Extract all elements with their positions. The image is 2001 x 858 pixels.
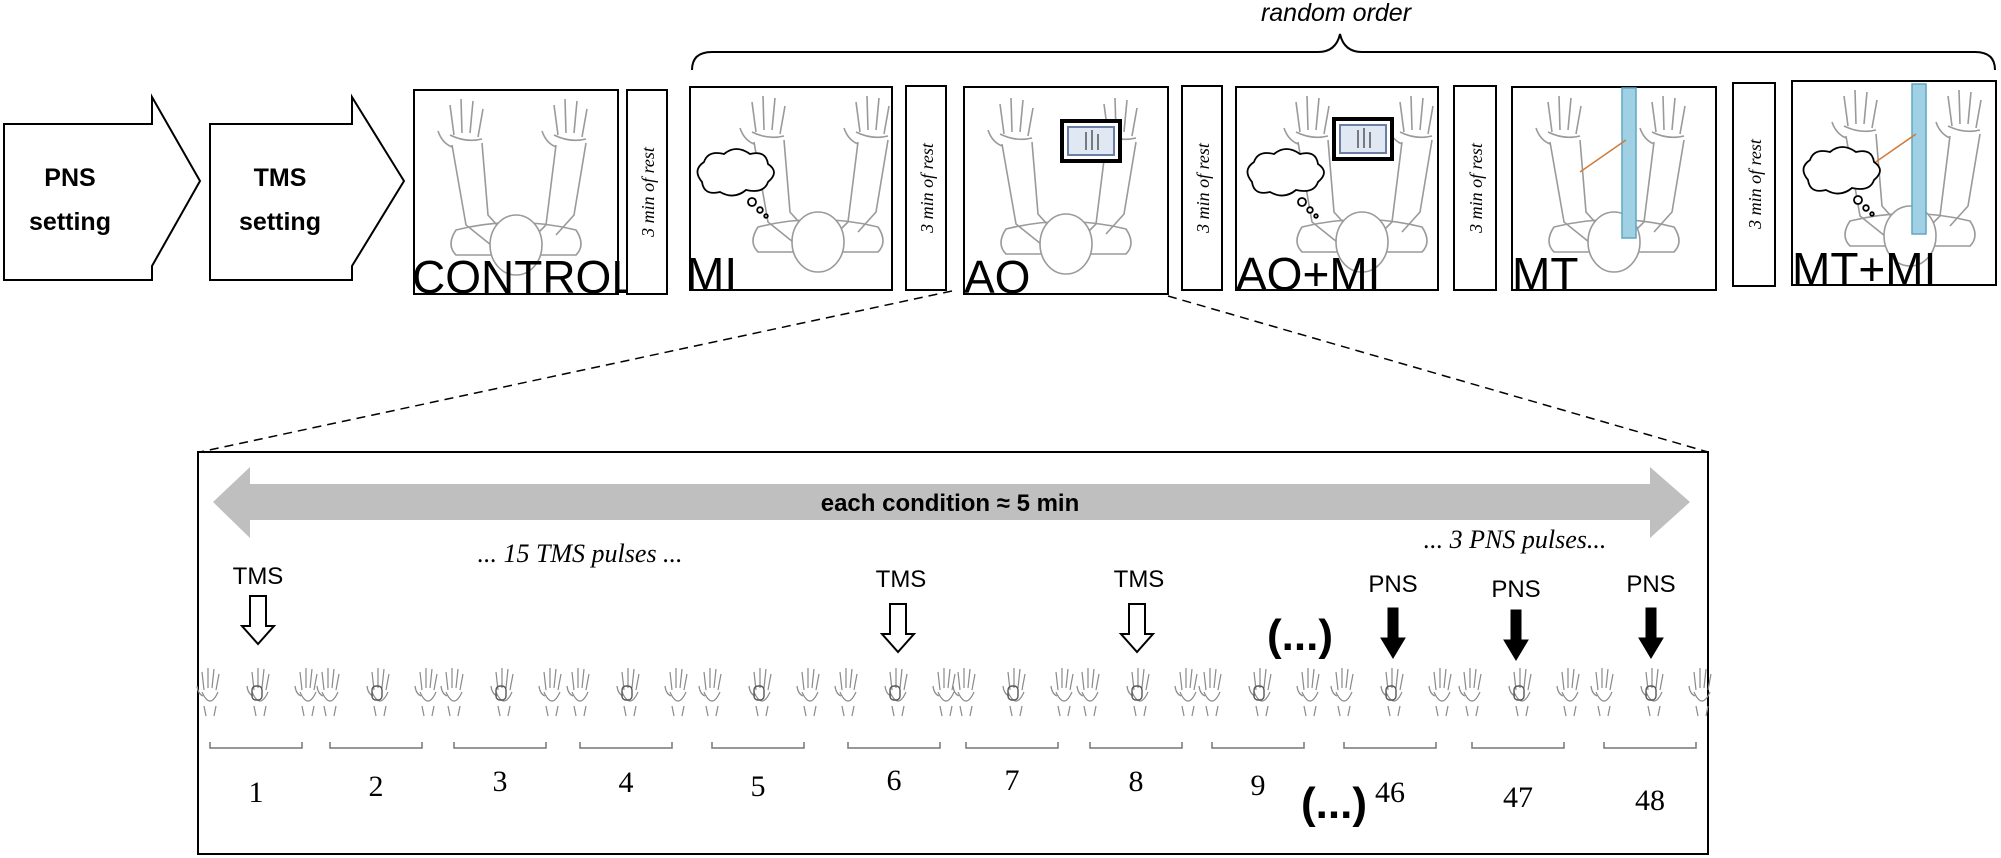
trial-number: 2 xyxy=(369,770,384,803)
condition-panel-ao: AO xyxy=(963,86,1169,303)
condition-panel-mi: MI xyxy=(686,86,893,300)
rest-label-3: 3 min of rest xyxy=(1193,142,1213,234)
trial-bracket xyxy=(1603,742,1697,749)
condition-panel-ao-mi: AO+MI xyxy=(1235,86,1439,300)
condition-label-ao-mi: AO+MI xyxy=(1236,248,1380,300)
ellipsis-bottom: (...) xyxy=(1301,779,1367,828)
condition-panel-mt: MT xyxy=(1511,86,1717,300)
zoom-line-left xyxy=(199,290,953,453)
condition-label-ao: AO xyxy=(964,251,1030,303)
trial-bracket xyxy=(329,742,423,749)
trial-number: 9 xyxy=(1251,769,1266,802)
condition-label-mt-mi: MT+MI xyxy=(1792,243,1936,295)
trial-4: 4 xyxy=(567,668,687,799)
trial-bracket xyxy=(711,742,805,749)
ellipsis-top: (...) xyxy=(1267,611,1333,660)
video-screen-icon xyxy=(1060,119,1122,163)
trial-number: 48 xyxy=(1635,784,1665,817)
rest-box-3: 3 min of rest xyxy=(1181,85,1223,291)
rest-label-5: 3 min of rest xyxy=(1745,138,1765,230)
trial-number: 46 xyxy=(1375,776,1405,809)
trial-6: 6 xyxy=(835,668,955,797)
trial-5: 5 xyxy=(699,668,819,803)
mirror-icon xyxy=(1621,87,1637,239)
trial-8: 8 xyxy=(1077,668,1197,798)
trial-bracket xyxy=(579,742,673,749)
condition-panel-mt-mi: MT+MI xyxy=(1791,80,1997,295)
trial-number: 47 xyxy=(1503,781,1533,814)
trial-46: 46 xyxy=(1331,668,1451,809)
trial-bracket xyxy=(453,742,547,749)
rest-box-4: 3 min of rest xyxy=(1453,85,1497,291)
trial-bracket xyxy=(965,742,1059,749)
trial-bracket xyxy=(1089,742,1183,749)
pns-setting-line1: PNS xyxy=(44,164,95,192)
trial-3: 3 xyxy=(441,668,561,798)
trial-9: 9 xyxy=(1199,668,1319,802)
zoom-line-right xyxy=(1167,295,1709,453)
trial-bracket xyxy=(1211,742,1305,749)
trial-number: 4 xyxy=(619,766,634,799)
rest-label-2: 3 min of rest xyxy=(917,142,937,234)
condition-label-mt: MT xyxy=(1512,248,1578,300)
pns-label-48: PNS xyxy=(1626,571,1675,598)
rest-label-1: 3 min of rest xyxy=(638,146,658,238)
trial-2: 2 xyxy=(317,668,437,803)
trials-layer: 1 2 3 4 5 6 7 8 9 46 47 48 xyxy=(197,668,1711,817)
pns-label-46: PNS xyxy=(1368,571,1417,598)
video-screen-icon xyxy=(1332,117,1394,161)
trial-number: 6 xyxy=(887,764,902,797)
tms-setting-line1: TMS xyxy=(254,164,307,192)
tms-setting-line2: setting xyxy=(239,208,321,236)
tms-label-8: TMS xyxy=(1114,566,1165,593)
rest-box-5: 3 min of rest xyxy=(1732,82,1776,287)
random-order-label: random order xyxy=(1261,0,1413,27)
tms-label-6: TMS xyxy=(876,566,927,593)
rest-label-4: 3 min of rest xyxy=(1466,142,1486,234)
rest-box-1: 3 min of rest xyxy=(626,89,668,295)
rest-box-2: 3 min of rest xyxy=(905,85,947,291)
pns-setting-step: PNS setting xyxy=(3,93,202,281)
pns-label-47: PNS xyxy=(1491,576,1540,603)
tms-setting-step: TMS setting xyxy=(209,93,406,281)
duration-label: each condition ≈ 5 min xyxy=(821,490,1080,517)
tms-pulses-note: ... 15 TMS pulses ... xyxy=(477,539,682,568)
trial-number: 5 xyxy=(751,770,766,803)
mirror-icon xyxy=(1911,83,1927,235)
trial-48: 48 xyxy=(1591,668,1711,817)
condition-label-control: CONTROL xyxy=(412,251,637,303)
duration-double-arrow xyxy=(213,467,1690,538)
pns-setting-line2: setting xyxy=(29,208,111,236)
random-order-brace xyxy=(691,33,1996,71)
trial-47: 47 xyxy=(1459,668,1579,814)
trial-1: 1 xyxy=(197,668,317,809)
condition-panel-control: CONTROL xyxy=(412,89,637,303)
trial-bracket xyxy=(847,742,941,749)
tms-label-1: TMS xyxy=(233,563,284,590)
trial-number: 1 xyxy=(249,776,264,809)
pns-pulses-note: ... 3 PNS pulses... xyxy=(1424,525,1607,554)
trial-bracket xyxy=(1343,742,1437,749)
condition-label-mi: MI xyxy=(686,248,737,300)
trial-number: 7 xyxy=(1005,764,1020,797)
trial-bracket xyxy=(1471,742,1565,749)
trial-number: 3 xyxy=(493,765,508,798)
trial-bracket xyxy=(209,742,303,749)
trial-number: 8 xyxy=(1129,765,1144,798)
trial-7: 7 xyxy=(953,668,1073,797)
